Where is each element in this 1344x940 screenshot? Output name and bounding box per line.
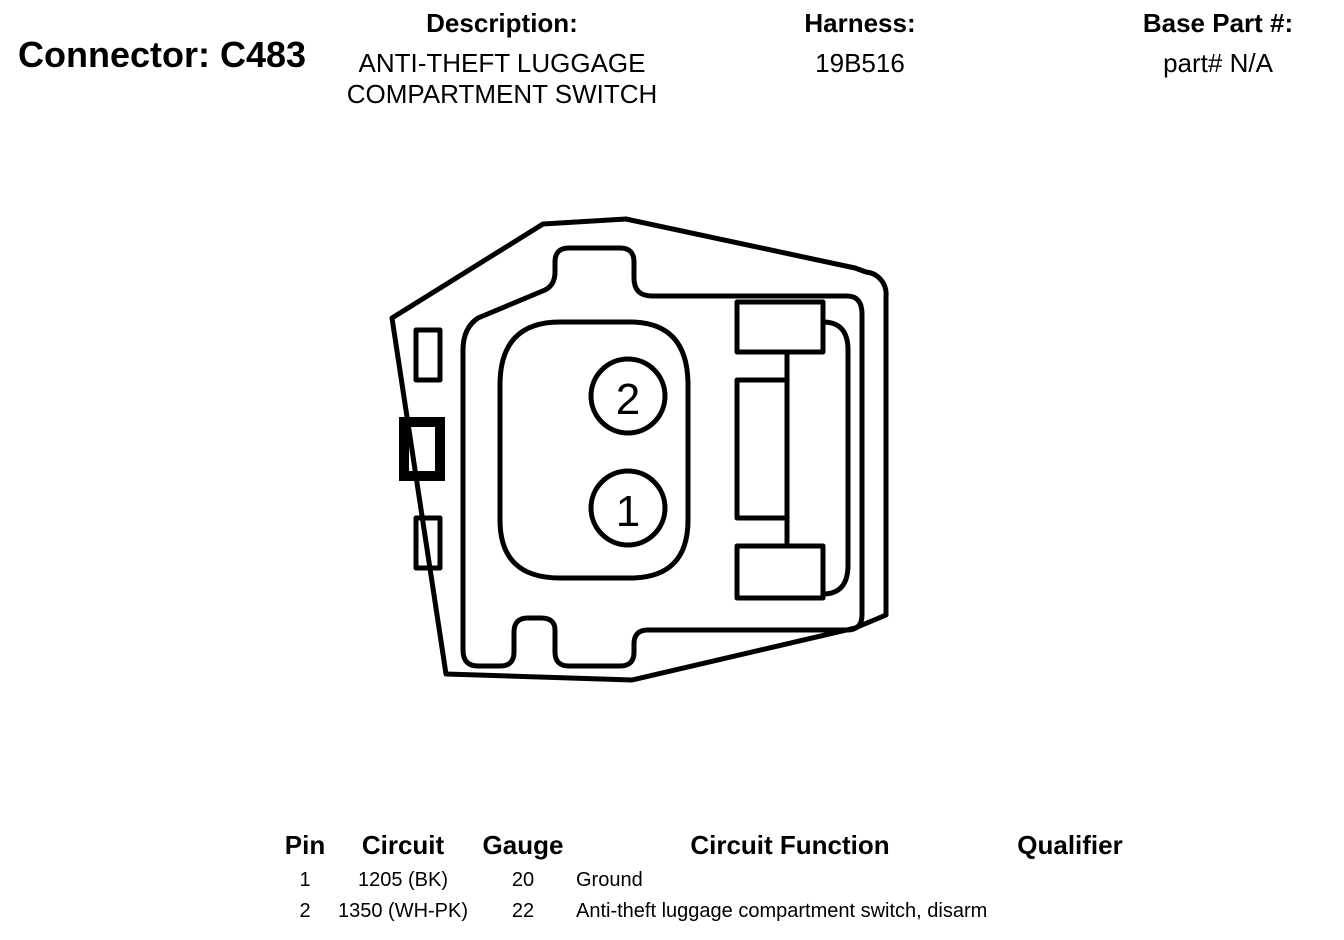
col-header-function: Circuit Function [690,830,890,860]
col-header-gauge: Gauge [482,830,564,860]
latch-upper-block [734,299,826,355]
connector-housing-outline [389,216,889,683]
row-function: Ground [576,869,643,891]
pin-cavity-shell [497,319,691,581]
pin-1-circle [588,468,668,548]
col-header-circuit: Circuit [361,830,445,860]
harness-value: 19B516 [815,48,905,78]
pin-2-label: 2 [616,375,640,424]
description-value: ANTI-THEFT LUGGAGE COMPARTMENT SWITCH [320,48,684,110]
row-gauge: 22 [511,900,535,922]
base-part-label: Base Part #: [1142,8,1294,38]
pin-1-label: 1 [616,487,640,536]
latch-guide [820,319,851,597]
pin-2-circle [588,356,668,436]
base-part-value: part# N/A [1163,48,1273,78]
left-slot-top [413,327,443,383]
description-label: Description: [426,8,578,38]
left-slot-bottom [413,515,443,571]
description-line-1: ANTI-THEFT LUGGAGE [358,48,646,78]
left-slot-middle [399,417,445,481]
connector-inner-outline [460,245,865,669]
row-gauge: 20 [511,869,535,891]
row-pin: 2 [299,900,311,922]
description-line-2: COMPARTMENT SWITCH [346,79,658,109]
row-function: Anti-theft luggage compartment switch, d… [576,900,988,922]
row-circuit: 1205 (BK) [357,869,449,891]
col-header-qualifier: Qualifier [1017,830,1123,860]
harness-label: Harness: [804,8,916,38]
latch-center-bar [734,377,790,521]
row-circuit: 1350 (WH-PK) [337,900,469,922]
connector-title: Connector: C483 [18,34,307,75]
latch-lower-block [734,543,826,601]
row-pin: 1 [299,869,311,891]
col-header-pin: Pin [284,830,326,860]
